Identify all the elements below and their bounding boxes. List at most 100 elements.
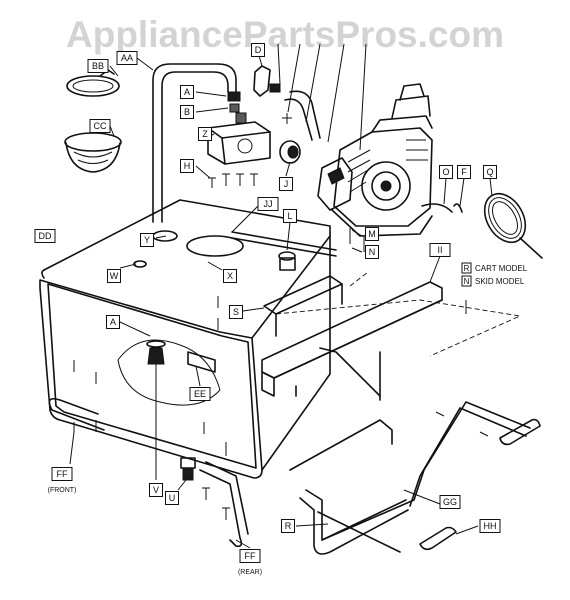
callout-dd: DD xyxy=(34,229,56,243)
callout-r: R xyxy=(281,519,295,533)
front-note: (FRONT) xyxy=(48,487,77,494)
callout-box xyxy=(180,85,194,99)
cart-key-box xyxy=(461,262,472,274)
callout-j: J xyxy=(279,177,293,191)
callout-text: JJ xyxy=(264,199,273,209)
callout-box xyxy=(365,245,379,259)
callout-box xyxy=(51,467,73,481)
callout-box xyxy=(457,165,471,179)
callout-box xyxy=(87,59,109,73)
callout-gg: GG xyxy=(439,495,461,509)
skid-model-note: SKID MODEL xyxy=(475,277,525,286)
callout-aa: AA xyxy=(116,51,138,65)
cart-model-note: CART MODEL xyxy=(475,264,528,273)
callout-o: O xyxy=(439,165,453,179)
rear-note: (REAR) xyxy=(238,569,262,576)
callout-box xyxy=(483,165,497,179)
callout-text: X xyxy=(227,271,233,281)
callout-text: U xyxy=(169,493,176,503)
callout-text: FF xyxy=(57,469,68,479)
callout-box xyxy=(198,127,212,141)
callout-ff2: FF xyxy=(239,549,261,563)
callout-box xyxy=(439,165,453,179)
callout-x: X xyxy=(223,269,237,283)
engine-part xyxy=(317,83,433,252)
skid-key: N xyxy=(464,277,470,286)
callout-text: II xyxy=(437,245,442,255)
callout-box xyxy=(165,491,179,505)
model-notes: R CART MODEL N SKID MODEL (FRONT) (REAR) xyxy=(48,262,528,576)
callout-h: H xyxy=(180,159,194,173)
callout-text: M xyxy=(368,229,376,239)
upper-tubing xyxy=(152,63,321,223)
callout-hh: HH xyxy=(479,519,501,533)
callout-box xyxy=(239,549,261,563)
callout-box xyxy=(283,209,297,223)
callout-box xyxy=(107,269,121,283)
callout-l: L xyxy=(283,209,297,223)
skid-key-box xyxy=(461,275,472,287)
callout-box xyxy=(106,315,120,329)
hose-clamp-part xyxy=(66,69,120,97)
callout-box xyxy=(229,305,243,319)
callout-q: Q xyxy=(483,165,497,179)
callout-ff1: FF xyxy=(51,467,73,481)
callout-text: S xyxy=(233,307,239,317)
tank-part xyxy=(39,199,337,479)
coupler-part xyxy=(279,140,301,164)
callout-text: A xyxy=(110,317,116,327)
callout-text: F xyxy=(461,167,467,177)
callout-text: AA xyxy=(121,53,133,63)
callout-text: V xyxy=(153,485,159,495)
callout-box xyxy=(479,519,501,533)
callout-text: N xyxy=(369,247,376,257)
callout-text: J xyxy=(284,179,289,189)
callout-y: Y xyxy=(140,233,154,247)
callout-bb: BB xyxy=(87,59,109,73)
callout-box xyxy=(34,229,56,243)
callout-d: D xyxy=(251,43,265,57)
callout-box xyxy=(149,483,163,497)
callout-w: W xyxy=(107,269,121,283)
leader-lines xyxy=(69,43,493,549)
frame-part xyxy=(261,271,522,397)
callout-text: CC xyxy=(94,121,107,131)
callout-box xyxy=(180,159,194,173)
callout-box xyxy=(116,51,138,65)
callout-text: FF xyxy=(245,551,256,561)
callout-box xyxy=(251,43,265,57)
callout-text: GG xyxy=(443,497,457,507)
callout-s: S xyxy=(229,305,243,319)
callout-box xyxy=(223,269,237,283)
callout-f: F xyxy=(457,165,471,179)
callout-ee: EE xyxy=(189,387,211,401)
callout-u: U xyxy=(165,491,179,505)
callout-text: Y xyxy=(144,235,150,245)
callout-text: H xyxy=(184,161,191,171)
callout-box xyxy=(281,519,295,533)
callout-text: BB xyxy=(92,61,104,71)
callout-m: M xyxy=(365,227,379,241)
callout-box xyxy=(439,495,461,509)
callout-b1: B xyxy=(180,105,194,119)
callout-jj: JJ xyxy=(257,197,279,211)
watermark: AppliancePartsPros.com xyxy=(66,14,504,55)
callout-box xyxy=(429,243,451,257)
callout-text: R xyxy=(285,521,292,531)
pump-part xyxy=(207,112,271,165)
callout-box xyxy=(180,105,194,119)
callout-text: A xyxy=(184,87,190,97)
callout-text: B xyxy=(184,107,190,117)
callout-box xyxy=(365,227,379,241)
callout-box xyxy=(140,233,154,247)
mounting-bolts-part xyxy=(208,173,258,188)
callout-v: V xyxy=(149,483,163,497)
callout-text: DD xyxy=(39,231,52,241)
callout-box xyxy=(89,119,111,133)
callout-a2: A xyxy=(106,315,120,329)
callout-cc: CC xyxy=(89,119,111,133)
handle-parts xyxy=(48,347,541,555)
